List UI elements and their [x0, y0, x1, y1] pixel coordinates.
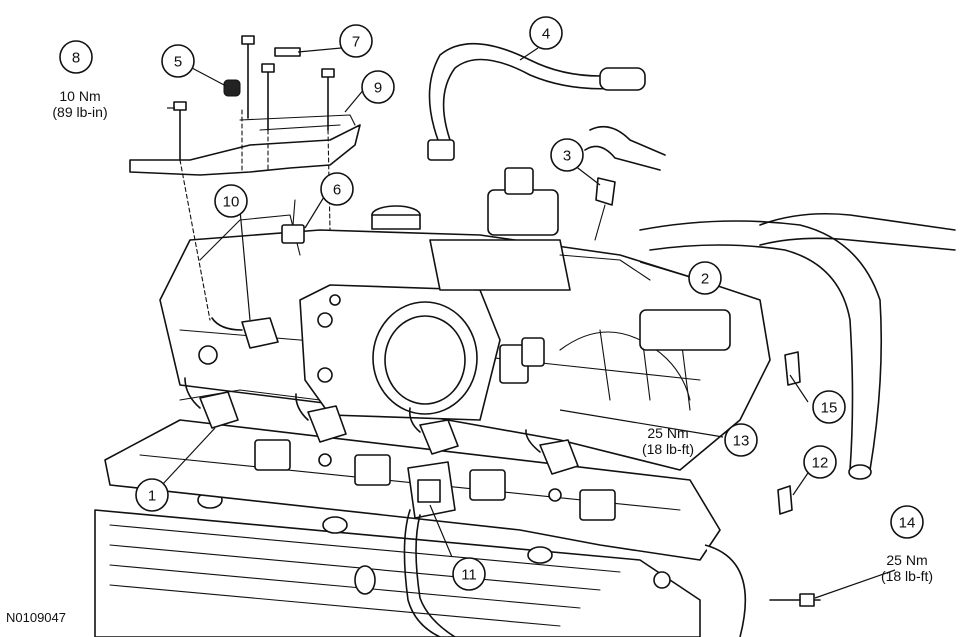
svg-text:7: 7	[352, 34, 360, 51]
coolant-hoses	[584, 125, 956, 480]
torque-nm: 25 Nm	[647, 425, 689, 441]
svg-text:14: 14	[899, 515, 916, 532]
callout-5: 5	[161, 44, 195, 78]
oil-fill-cap	[371, 205, 421, 230]
egr-valve-assembly	[429, 167, 651, 291]
callout-8: 8	[59, 40, 93, 74]
svg-text:2: 2	[701, 271, 709, 288]
callout-9: 9	[361, 70, 395, 104]
wiring-bracket	[129, 114, 361, 176]
valve-cover	[94, 491, 701, 637]
torque-imperial: (18 lb-ft)	[880, 568, 934, 584]
torque-imperial: (18 lb-ft)	[641, 441, 695, 457]
callout-6: 6	[320, 172, 354, 206]
callout-4: 4	[529, 16, 563, 50]
svg-text:4: 4	[542, 26, 550, 43]
callout-7: 7	[339, 24, 373, 58]
callout-13: 13	[724, 423, 758, 457]
torque-nm: 25 Nm	[886, 552, 928, 568]
throttle-body	[299, 284, 545, 421]
svg-text:8: 8	[72, 50, 80, 67]
svg-text:3: 3	[563, 148, 571, 165]
svg-text:13: 13	[733, 433, 750, 450]
svg-text:11: 11	[461, 567, 477, 584]
svg-text:9: 9	[374, 80, 382, 97]
svg-text:10: 10	[223, 194, 240, 211]
svg-text:5: 5	[174, 54, 182, 71]
svg-text:12: 12	[812, 455, 829, 472]
torque-spec-14: 25 Nm (18 lb-ft)	[857, 552, 957, 584]
bolts-top	[173, 35, 335, 161]
pcv-hose	[594, 177, 616, 241]
small-parts	[653, 351, 821, 637]
torque-imperial: (89 lb-in)	[52, 104, 108, 120]
callout-11: 11	[452, 557, 486, 591]
callout-2: 2	[688, 261, 722, 295]
svg-text:1: 1	[148, 488, 156, 505]
wiring-harness	[403, 461, 456, 637]
torque-nm: 10 Nm	[59, 88, 101, 104]
torque-spec-13: 25 Nm (18 lb-ft)	[618, 425, 718, 457]
figure-id: N0109047	[6, 610, 66, 625]
svg-text:6: 6	[333, 182, 341, 199]
callout-12: 12	[803, 445, 837, 479]
callout-3: 3	[550, 138, 584, 172]
sensor-connectors	[211, 199, 305, 349]
callout-15: 15	[812, 390, 846, 424]
svg-text:15: 15	[821, 400, 838, 417]
callout-1: 1	[135, 478, 169, 512]
callout-14: 14	[890, 505, 924, 539]
vacuum-hose	[427, 42, 646, 161]
torque-spec-8: 10 Nm (89 lb-in)	[30, 88, 130, 120]
injector-connectors	[184, 377, 579, 475]
callout-10: 10	[214, 184, 248, 218]
